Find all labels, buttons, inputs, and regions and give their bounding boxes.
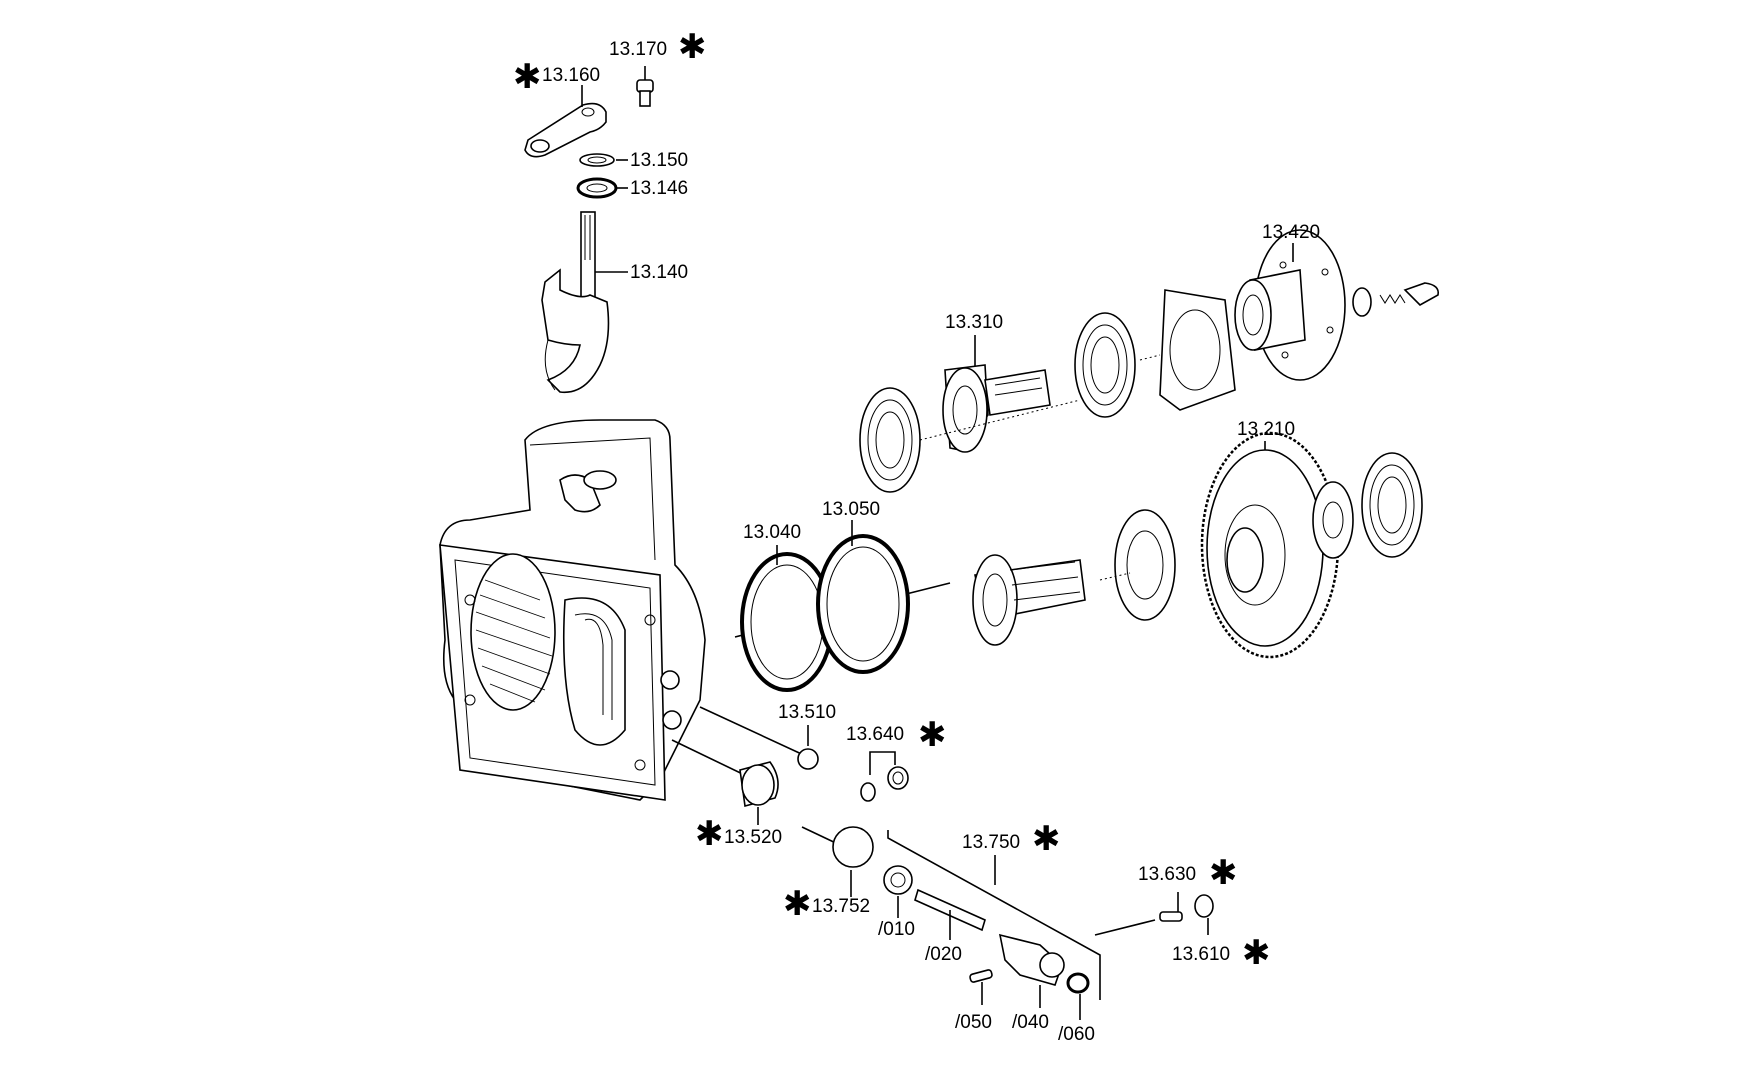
leader-13510-axis: [699, 706, 809, 758]
cover-plate: [1139, 289, 1236, 411]
flange-13420: [1234, 229, 1346, 381]
gear-010: [883, 865, 913, 895]
axis-line-lower-2: [1099, 572, 1131, 581]
label-13752: 13.752: [812, 896, 870, 917]
bore-hatching: [475, 579, 553, 703]
washer-13150: [579, 153, 615, 167]
label-s010: /010: [878, 919, 915, 940]
asterisk-13630: ✱: [1209, 854, 1238, 892]
gear-13210: [1200, 431, 1340, 659]
housing-040: [998, 933, 1065, 986]
label-13050: 13.050: [822, 499, 880, 520]
bearing-right-13310: [1074, 312, 1136, 418]
label-13140: 13.140: [630, 262, 688, 283]
label-13150: 13.150: [630, 150, 688, 171]
axis-line-13630: [1094, 919, 1156, 936]
leader-lines: [581, 66, 1294, 1020]
label-13146: 13.146: [630, 178, 688, 199]
label-13160: 13.160: [542, 65, 600, 86]
cover-13752: [832, 826, 874, 868]
bracket-13750: [887, 830, 1101, 1000]
seal-13050: [816, 534, 910, 674]
screw-13640: [860, 766, 909, 802]
asterisk-13170: ✱: [678, 28, 707, 66]
pin-050: [969, 969, 993, 983]
transmission-housing: [439, 419, 706, 801]
label-s020: /020: [925, 944, 962, 965]
label-13520: 13.520: [724, 827, 782, 848]
seal-13040: [740, 552, 834, 692]
bearing-left-13310: [859, 387, 921, 493]
asterisk-13750: ✱: [1032, 820, 1061, 858]
pinion-shaft-13310: [942, 364, 1051, 453]
nut-washer-spring: [1352, 282, 1440, 317]
asterisk-13610: ✱: [1242, 934, 1271, 972]
shift-fork-13140: [541, 211, 610, 394]
needle-bearing: [1114, 509, 1176, 621]
cap-13520: [739, 761, 779, 808]
bearing-13146: [576, 177, 618, 199]
label-13210: 13.210: [1237, 419, 1295, 440]
plug-13510: [797, 748, 819, 770]
label-13420: 13.420: [1262, 222, 1320, 243]
label-s040: /040: [1012, 1012, 1049, 1033]
seal-060: [1066, 972, 1090, 994]
label-13310: 13.310: [945, 312, 1003, 333]
label-13630: 13.630: [1138, 864, 1196, 885]
splined-shaft: [972, 554, 1086, 646]
bolt-13170: [636, 79, 654, 107]
label-13610: 13.610: [1172, 944, 1230, 965]
asterisk-13520: ✱: [695, 815, 724, 853]
bearing-13210: [1361, 452, 1423, 558]
asterisk-13640: ✱: [918, 716, 947, 754]
label-s060: /060: [1058, 1024, 1095, 1045]
label-13640: 13.640: [846, 724, 904, 745]
plug-13610: [1194, 894, 1214, 918]
label-13040: 13.040: [743, 522, 801, 543]
thrust-washer: [1312, 481, 1354, 559]
label-13170: 13.170: [609, 39, 667, 60]
asterisk-13752: ✱: [783, 885, 812, 923]
label-s050: /050: [955, 1012, 992, 1033]
label-13750: 13.750: [962, 832, 1020, 853]
lever-13160: [524, 102, 607, 158]
label-13510: 13.510: [778, 702, 836, 723]
pin-13630: [1159, 911, 1183, 922]
asterisk-13160: ✱: [513, 58, 542, 96]
